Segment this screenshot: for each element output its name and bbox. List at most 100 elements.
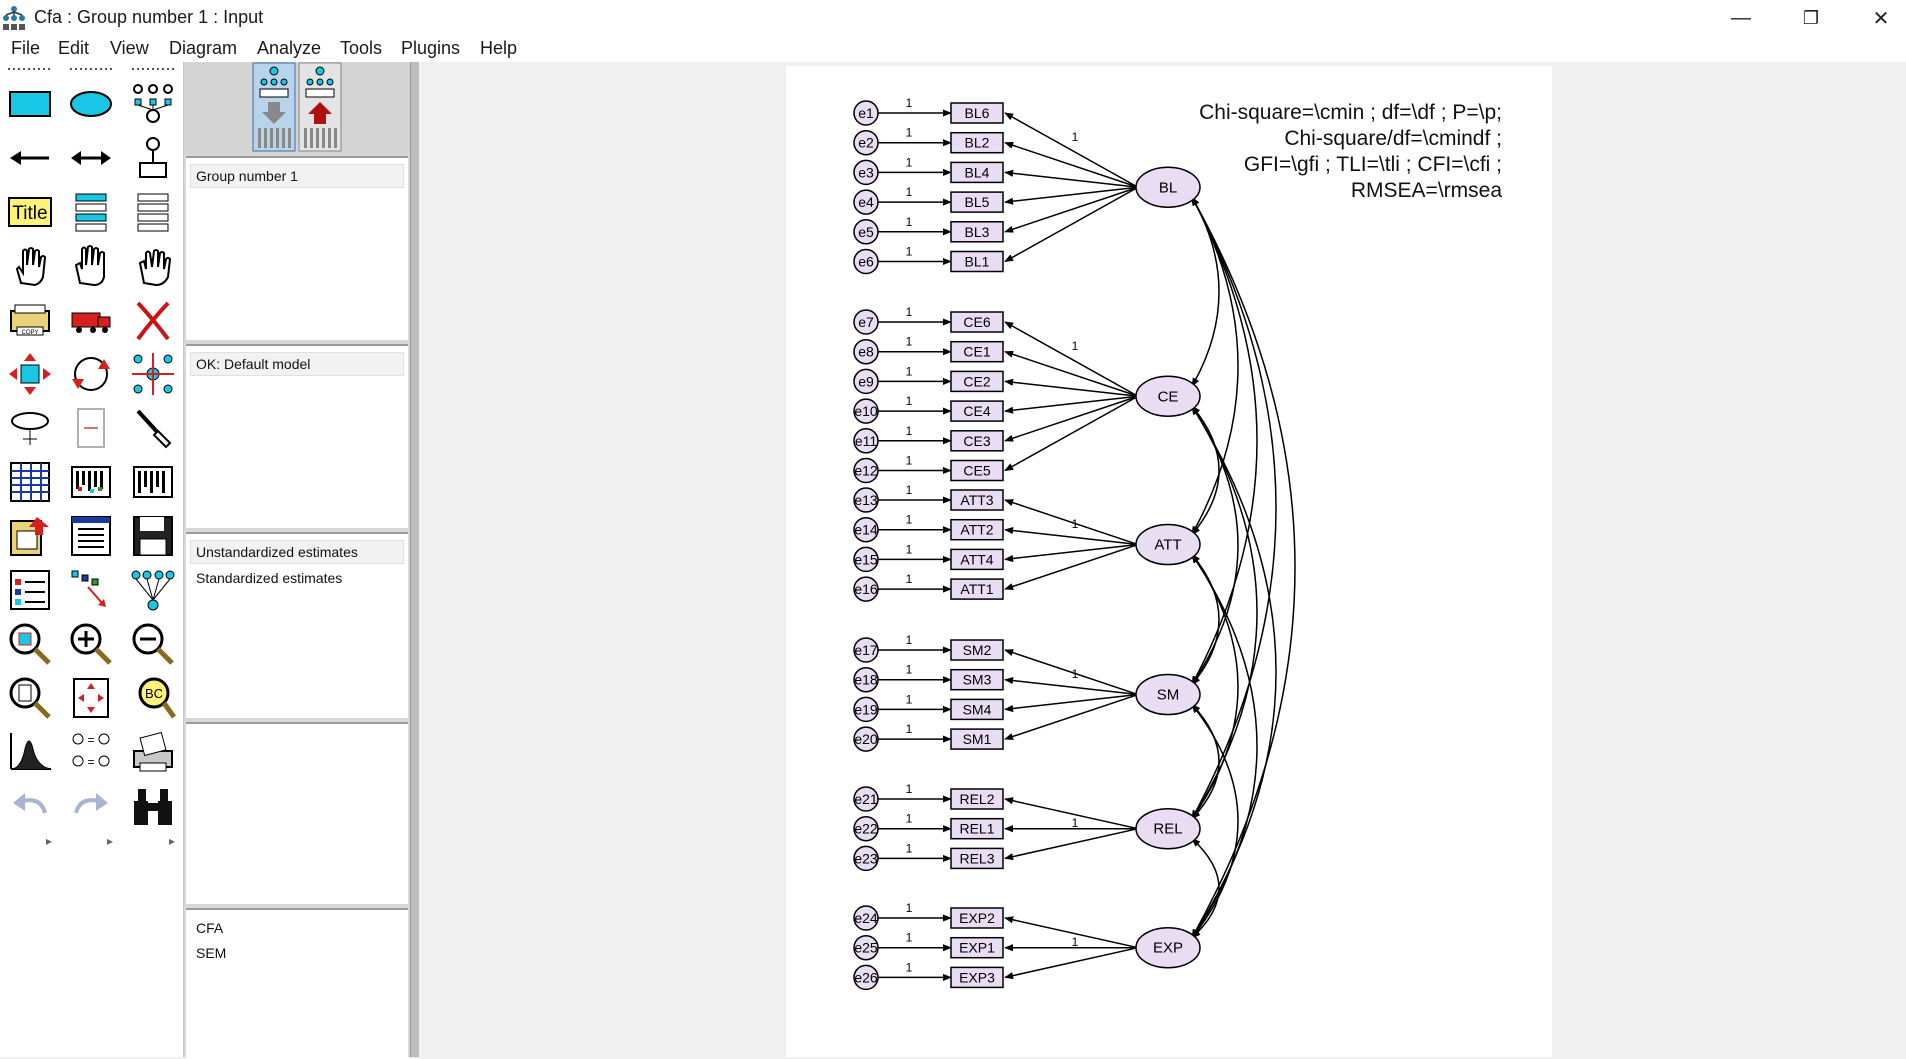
error-node-19[interactable] [853,696,879,723]
error-node-22[interactable] [853,815,879,842]
latent-bl[interactable] [1135,166,1201,208]
loading-path-att3[interactable] [1004,499,1139,546]
error-node-12[interactable] [853,457,879,484]
loading-path-rel3[interactable] [1004,827,1139,861]
reflect-icon[interactable] [127,348,179,400]
loading-path-ce5[interactable] [1004,395,1139,472]
latent-att[interactable] [1135,523,1201,566]
erase-icon[interactable] [127,294,179,346]
indicator-rel3[interactable] [950,847,1004,870]
double-arrow-icon[interactable] [65,132,117,184]
indicator-exp2[interactable] [950,907,1004,929]
loading-path-sm3[interactable] [1004,677,1139,696]
loading-path-exp3[interactable] [1004,946,1139,980]
error-node-21[interactable] [853,786,879,812]
zoom-area-icon[interactable] [4,618,56,670]
indicator-rel1[interactable] [950,817,1004,840]
covariance-sm-exp[interactable] [1191,703,1239,939]
indicator-ce1[interactable] [950,340,1004,363]
menu-tools[interactable]: Tools [340,38,383,58]
data-files-icon[interactable] [4,456,56,508]
indicator-att3[interactable] [950,489,1004,511]
loading-path-bl1[interactable] [1004,186,1139,263]
indicator-sm3[interactable] [950,668,1004,691]
error-node-5[interactable] [853,219,879,245]
group-item[interactable]: Group number 1 [196,168,298,184]
loading-path-ce2[interactable] [1004,378,1139,397]
indicator-att1[interactable] [950,578,1004,600]
move-parameter-icon[interactable] [4,402,56,454]
menu-diagram[interactable]: Diagram [169,38,238,58]
file-item-cfa[interactable]: CFA [196,920,224,936]
menu-file[interactable]: File [11,38,41,58]
error-node-11[interactable] [853,428,879,454]
error-node-14[interactable] [853,516,879,543]
menu-edit[interactable]: Edit [58,38,90,58]
error-node-16[interactable] [853,576,879,602]
loading-path-att4[interactable] [1004,543,1139,563]
covariance-rel-exp[interactable] [1191,838,1220,939]
covariance-att-exp[interactable] [1191,553,1258,939]
save-icon[interactable] [127,510,179,562]
unstandardized-estimates-item[interactable]: Unstandardized estimates [196,544,358,560]
covariance-att-sm[interactable] [1191,553,1220,686]
loading-path-bl3[interactable] [1004,186,1139,233]
loupe-icon[interactable]: BC [127,672,179,724]
model-item[interactable]: OK: Default model [196,356,311,372]
error-node-24[interactable] [853,905,879,931]
zoom-out-icon[interactable] [127,618,179,670]
view-output-icon[interactable] [4,510,56,562]
error-node-10[interactable] [853,398,879,424]
indicator-sm2[interactable] [950,639,1004,661]
error-node-26[interactable] [853,964,879,991]
indicator-rel2[interactable] [950,788,1004,810]
loading-path-bl2[interactable] [1004,141,1139,188]
copy-icon[interactable]: COPY [4,294,56,346]
minimize-button[interactable]: — [1731,6,1751,29]
list-variables-icon[interactable] [65,186,117,238]
loading-path-att1[interactable] [1004,543,1139,590]
loading-path-bl6[interactable] [1004,112,1139,188]
indicator-ce5[interactable] [950,459,1004,482]
indicator-bl6[interactable] [950,102,1004,124]
covariance-sm-rel[interactable] [1191,703,1220,820]
standardized-estimates-item[interactable]: Standardized estimates [196,570,343,586]
indicator-icon[interactable] [127,78,179,130]
multigroup-icon[interactable]: == [65,726,117,778]
text-output-icon[interactable] [65,510,117,562]
view-output-button[interactable] [298,62,342,152]
preserve-symmetry-icon[interactable] [127,564,179,616]
indicator-att2[interactable] [950,518,1004,541]
loading-path-exp2[interactable] [1004,916,1139,949]
indicator-bl2[interactable] [950,131,1004,154]
menu-analyze[interactable]: Analyze [257,38,322,58]
toolbox-expand-middle[interactable]: ▸ [107,834,114,848]
covariance-ce-att[interactable] [1191,405,1220,536]
toolbox-expand-right[interactable]: ▸ [169,834,176,848]
scroll-icon[interactable] [65,402,117,454]
shape-icon[interactable] [4,348,56,400]
list-data-icon[interactable] [127,186,179,238]
view-input-button[interactable] [252,62,296,152]
page-view-icon[interactable] [4,672,56,724]
loading-path-ce1[interactable] [1004,350,1139,397]
indicator-bl1[interactable] [950,250,1004,273]
unique-variable-icon[interactable] [127,132,179,184]
loading-path-sm2[interactable] [1004,649,1139,696]
deselect-icon[interactable] [127,240,179,292]
menu-plugins[interactable]: Plugins [401,38,461,58]
error-node-8[interactable] [853,338,879,365]
error-node-20[interactable] [853,726,879,752]
loading-path-ce4[interactable] [1004,395,1139,414]
latent-ce[interactable] [1135,375,1201,417]
loading-path-ce3[interactable] [1004,395,1139,442]
ellipse-icon[interactable] [65,78,117,130]
covariance-bl-sm[interactable] [1191,196,1258,686]
calculate-icon[interactable] [127,456,179,508]
bayesian-icon[interactable] [4,726,56,778]
drag-properties-icon[interactable] [65,564,117,616]
indicator-ce4[interactable] [950,400,1004,422]
toolbox-expand-left[interactable]: ▸ [46,834,53,848]
latent-exp[interactable] [1135,926,1201,969]
